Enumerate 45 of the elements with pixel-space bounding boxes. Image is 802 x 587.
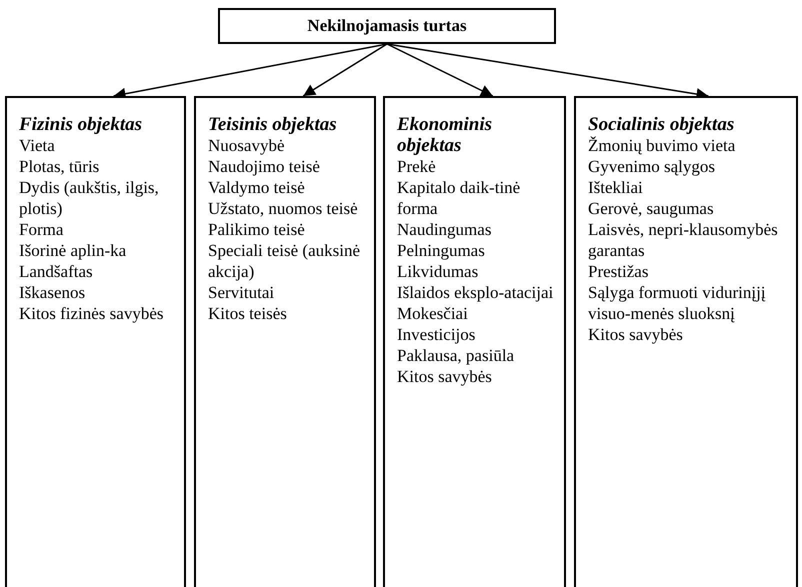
list-item: Kitos teisės: [208, 303, 288, 324]
list-item: Sąlyga formuoti vidurinįjį visuo-menės sluoksnį: [588, 282, 767, 324]
category-box: [383, 96, 566, 587]
list-item: Gerovė, saugumas: [588, 198, 715, 219]
list-item: Laisvės, nepri-klausomybės garantas: [588, 219, 779, 261]
list-item: Mokesčiai: [397, 303, 469, 324]
list-item: Kitos savybės: [397, 366, 493, 387]
title-box: Nekilnojamasis turtas: [218, 8, 556, 44]
arrow: [302, 43, 388, 97]
list-item: Paklausa, pasiūla: [397, 345, 516, 366]
list-item: Dydis (aukštis, ilgis, plotis): [19, 177, 160, 219]
box-heading: Ekonominis objektas: [397, 114, 494, 156]
list-item: Išorinė aplin-ka: [19, 240, 128, 261]
box-heading: Teisinis objektas: [208, 114, 338, 135]
list-item: Kitos savybės: [588, 324, 684, 345]
list-item: Palikimo teisė: [208, 219, 306, 240]
list-item: Iškasenos: [19, 282, 86, 303]
list-item: Vieta: [19, 135, 56, 156]
category-box: [194, 96, 376, 587]
list-item: Servitutai: [208, 282, 276, 303]
arrow: [386, 43, 494, 97]
list-item: Landšaftas: [19, 261, 94, 282]
list-item: Nuosavybė: [208, 135, 286, 156]
list-item: Naudojimo teisė: [208, 156, 321, 177]
list-item: Gyvenimo sąlygos: [588, 156, 716, 177]
box-heading: Socialinis objektas: [588, 114, 736, 135]
list-item: Pelningumas: [397, 240, 486, 261]
list-item: Kitos fizinės savybės: [19, 303, 164, 324]
list-item: Valdymo teisė: [208, 177, 306, 198]
list-item: Užstato, nuomos teisė: [208, 198, 359, 219]
category-box: [574, 96, 798, 587]
list-item: Prestižas: [588, 261, 650, 282]
list-item: Žmonių buvimo vieta: [588, 135, 736, 156]
list-item: Prekė: [397, 156, 437, 177]
list-item: Naudingumas: [397, 219, 492, 240]
list-item: Kapitalo daik-tinė forma: [397, 177, 522, 219]
list-item: Forma: [19, 219, 64, 240]
list-item: Plotas, tūris: [19, 156, 100, 177]
list-item: Išlaidos eksplo-atacijai: [397, 282, 554, 303]
category-box: [5, 96, 186, 587]
list-item: Speciali teisė (auksinė akcija): [208, 240, 362, 282]
box-heading: Fizinis objektas: [19, 114, 143, 135]
list-item: Ištekliai: [588, 177, 644, 198]
list-item: Investicijos: [397, 324, 476, 345]
list-item: Likvidumas: [397, 261, 480, 282]
